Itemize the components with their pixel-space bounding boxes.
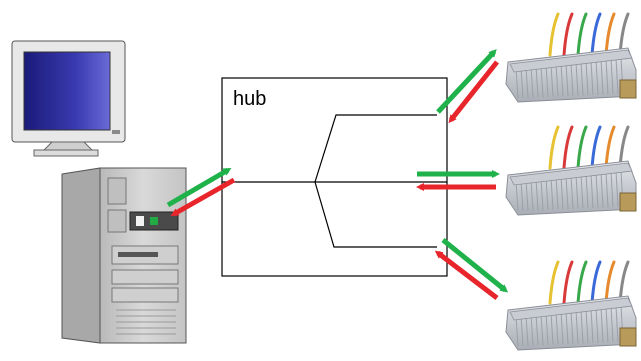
computer-link-arrows <box>166 167 236 217</box>
terminal-block-icon <box>505 125 637 216</box>
terminal-block-icon <box>505 260 637 351</box>
incoming-arrow <box>170 177 236 217</box>
outgoing-arrow <box>436 49 497 114</box>
hub-box: hub <box>221 77 448 277</box>
hub-wiring <box>222 114 447 248</box>
hub-label: hub <box>233 88 266 110</box>
incoming-arrow <box>448 60 499 124</box>
top-link-arrows <box>436 49 499 124</box>
middle-link-arrows <box>416 170 500 191</box>
outgoing-arrow <box>441 238 509 293</box>
monitor-icon <box>11 40 126 157</box>
terminal-block-icon <box>505 12 637 103</box>
outgoing-arrow <box>166 167 232 208</box>
computer-tower-icon <box>61 167 187 344</box>
bottom-link-arrows <box>434 238 509 300</box>
incoming-arrow <box>434 250 499 300</box>
